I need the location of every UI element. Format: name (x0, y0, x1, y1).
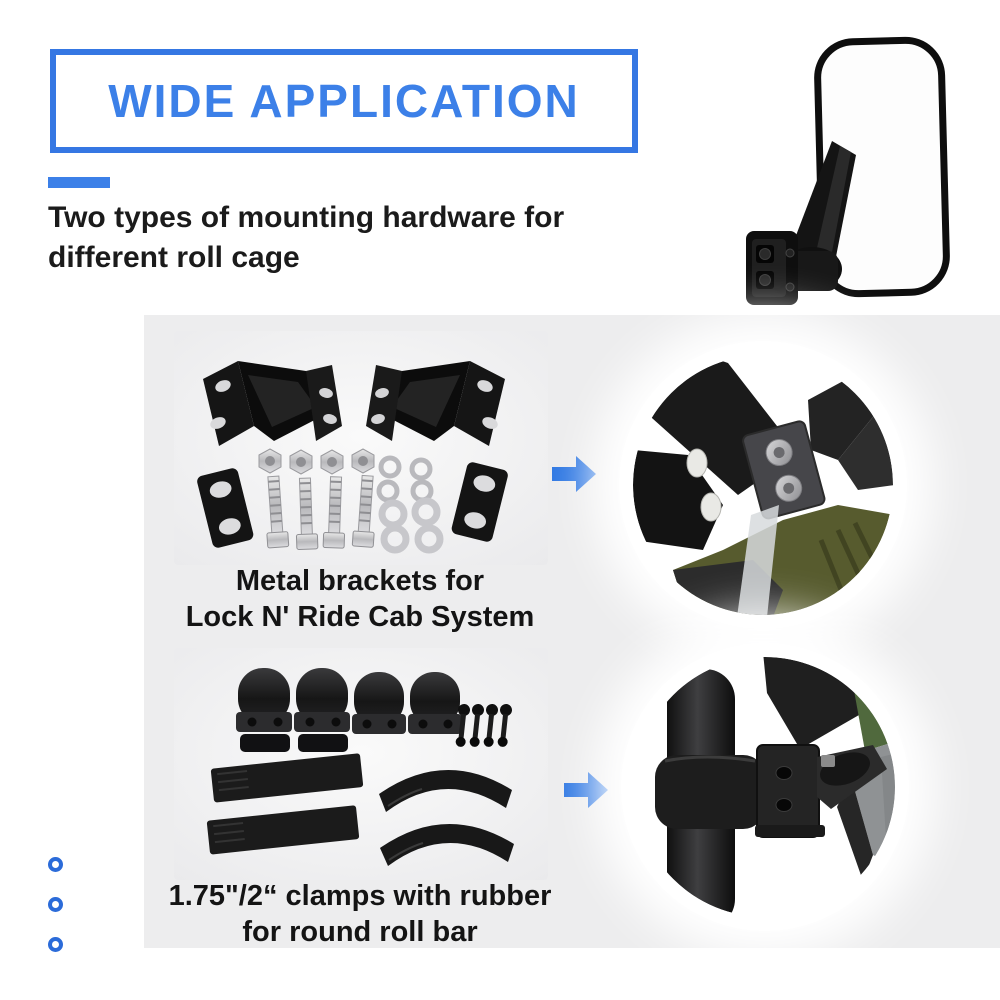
hex-nuts (258, 448, 375, 475)
z-bracket-right (366, 361, 505, 446)
mirror-head (814, 36, 950, 298)
subtitle-line-1: Two types of mounting hardware for (48, 201, 565, 234)
hex-bolts (266, 474, 375, 550)
brackets-caption-line-2: Lock N' Ride Cab System (185, 601, 535, 633)
ring-bullet-icon (48, 937, 63, 952)
ring-bullet-icon (48, 857, 63, 872)
brackets-caption: Metal brackets for Lock N' Ride Cab Syst… (140, 563, 580, 635)
page-title: WIDE APPLICATION (108, 75, 580, 127)
clamps-caption: 1.75"/2“ clamps with rubber for round ro… (130, 878, 590, 950)
clamps-kit-photo (174, 648, 548, 880)
arrow-right-icon (552, 456, 596, 492)
roll-bar-clamps (236, 668, 462, 752)
title-box: WIDE APPLICATION (50, 49, 638, 153)
clamp-mounted-photo (635, 657, 895, 917)
z-bracket-left (203, 361, 342, 446)
side-mirror-photo (746, 36, 950, 305)
flat-plate-right (451, 462, 508, 542)
clamp-mounted-scene (635, 657, 895, 917)
accent-dash (48, 177, 110, 188)
clamps-caption-line-1: 1.75"/2“ clamps with rubber (168, 880, 552, 912)
clamps-caption-line-2: for round roll bar (242, 916, 478, 948)
flat-washers (378, 497, 444, 554)
subtitle-line-2: different roll cage (48, 241, 300, 274)
subtitle: Two types of mounting hardware for diffe… (48, 198, 564, 278)
metal-brackets-kit-photo (174, 331, 548, 565)
bracket-mounted-scene (633, 355, 893, 615)
clamp-bolts (455, 704, 512, 747)
bullet-rings (48, 857, 63, 977)
flat-plate-left (197, 468, 254, 548)
flat-rubber-pads (206, 753, 364, 855)
ring-bullet-icon (48, 897, 63, 912)
arrow-right-icon (564, 772, 608, 808)
content-band: Metal brackets for Lock N' Ride Cab Syst… (144, 315, 1000, 948)
mirror-mount-block (746, 231, 798, 305)
bracket-mounted-photo (633, 355, 893, 615)
mirror-arm (782, 141, 856, 291)
curved-rubber-pads (379, 769, 514, 866)
brackets-caption-line-1: Metal brackets for (235, 565, 485, 597)
